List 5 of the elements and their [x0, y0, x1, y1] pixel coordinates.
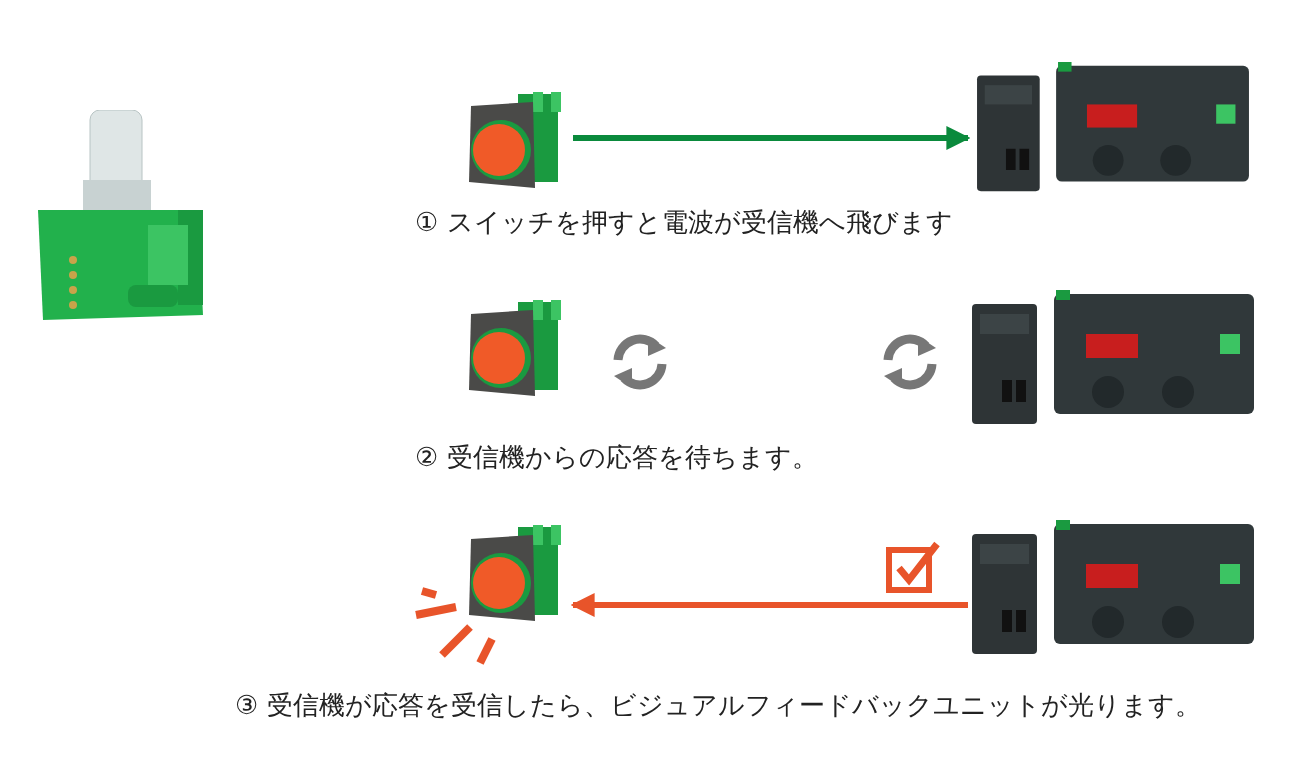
- arrow: [570, 593, 968, 617]
- step-text: ③ 受信機が応答を受信したら、ビジュアルフィードバックユニットが光ります。: [235, 689, 1201, 722]
- arrow: [573, 126, 971, 150]
- step-text: ② 受信機からの応答を待ちます。: [415, 441, 818, 474]
- step-text: ① スイッチを押すと電波が受信機へ飛びます: [415, 206, 953, 239]
